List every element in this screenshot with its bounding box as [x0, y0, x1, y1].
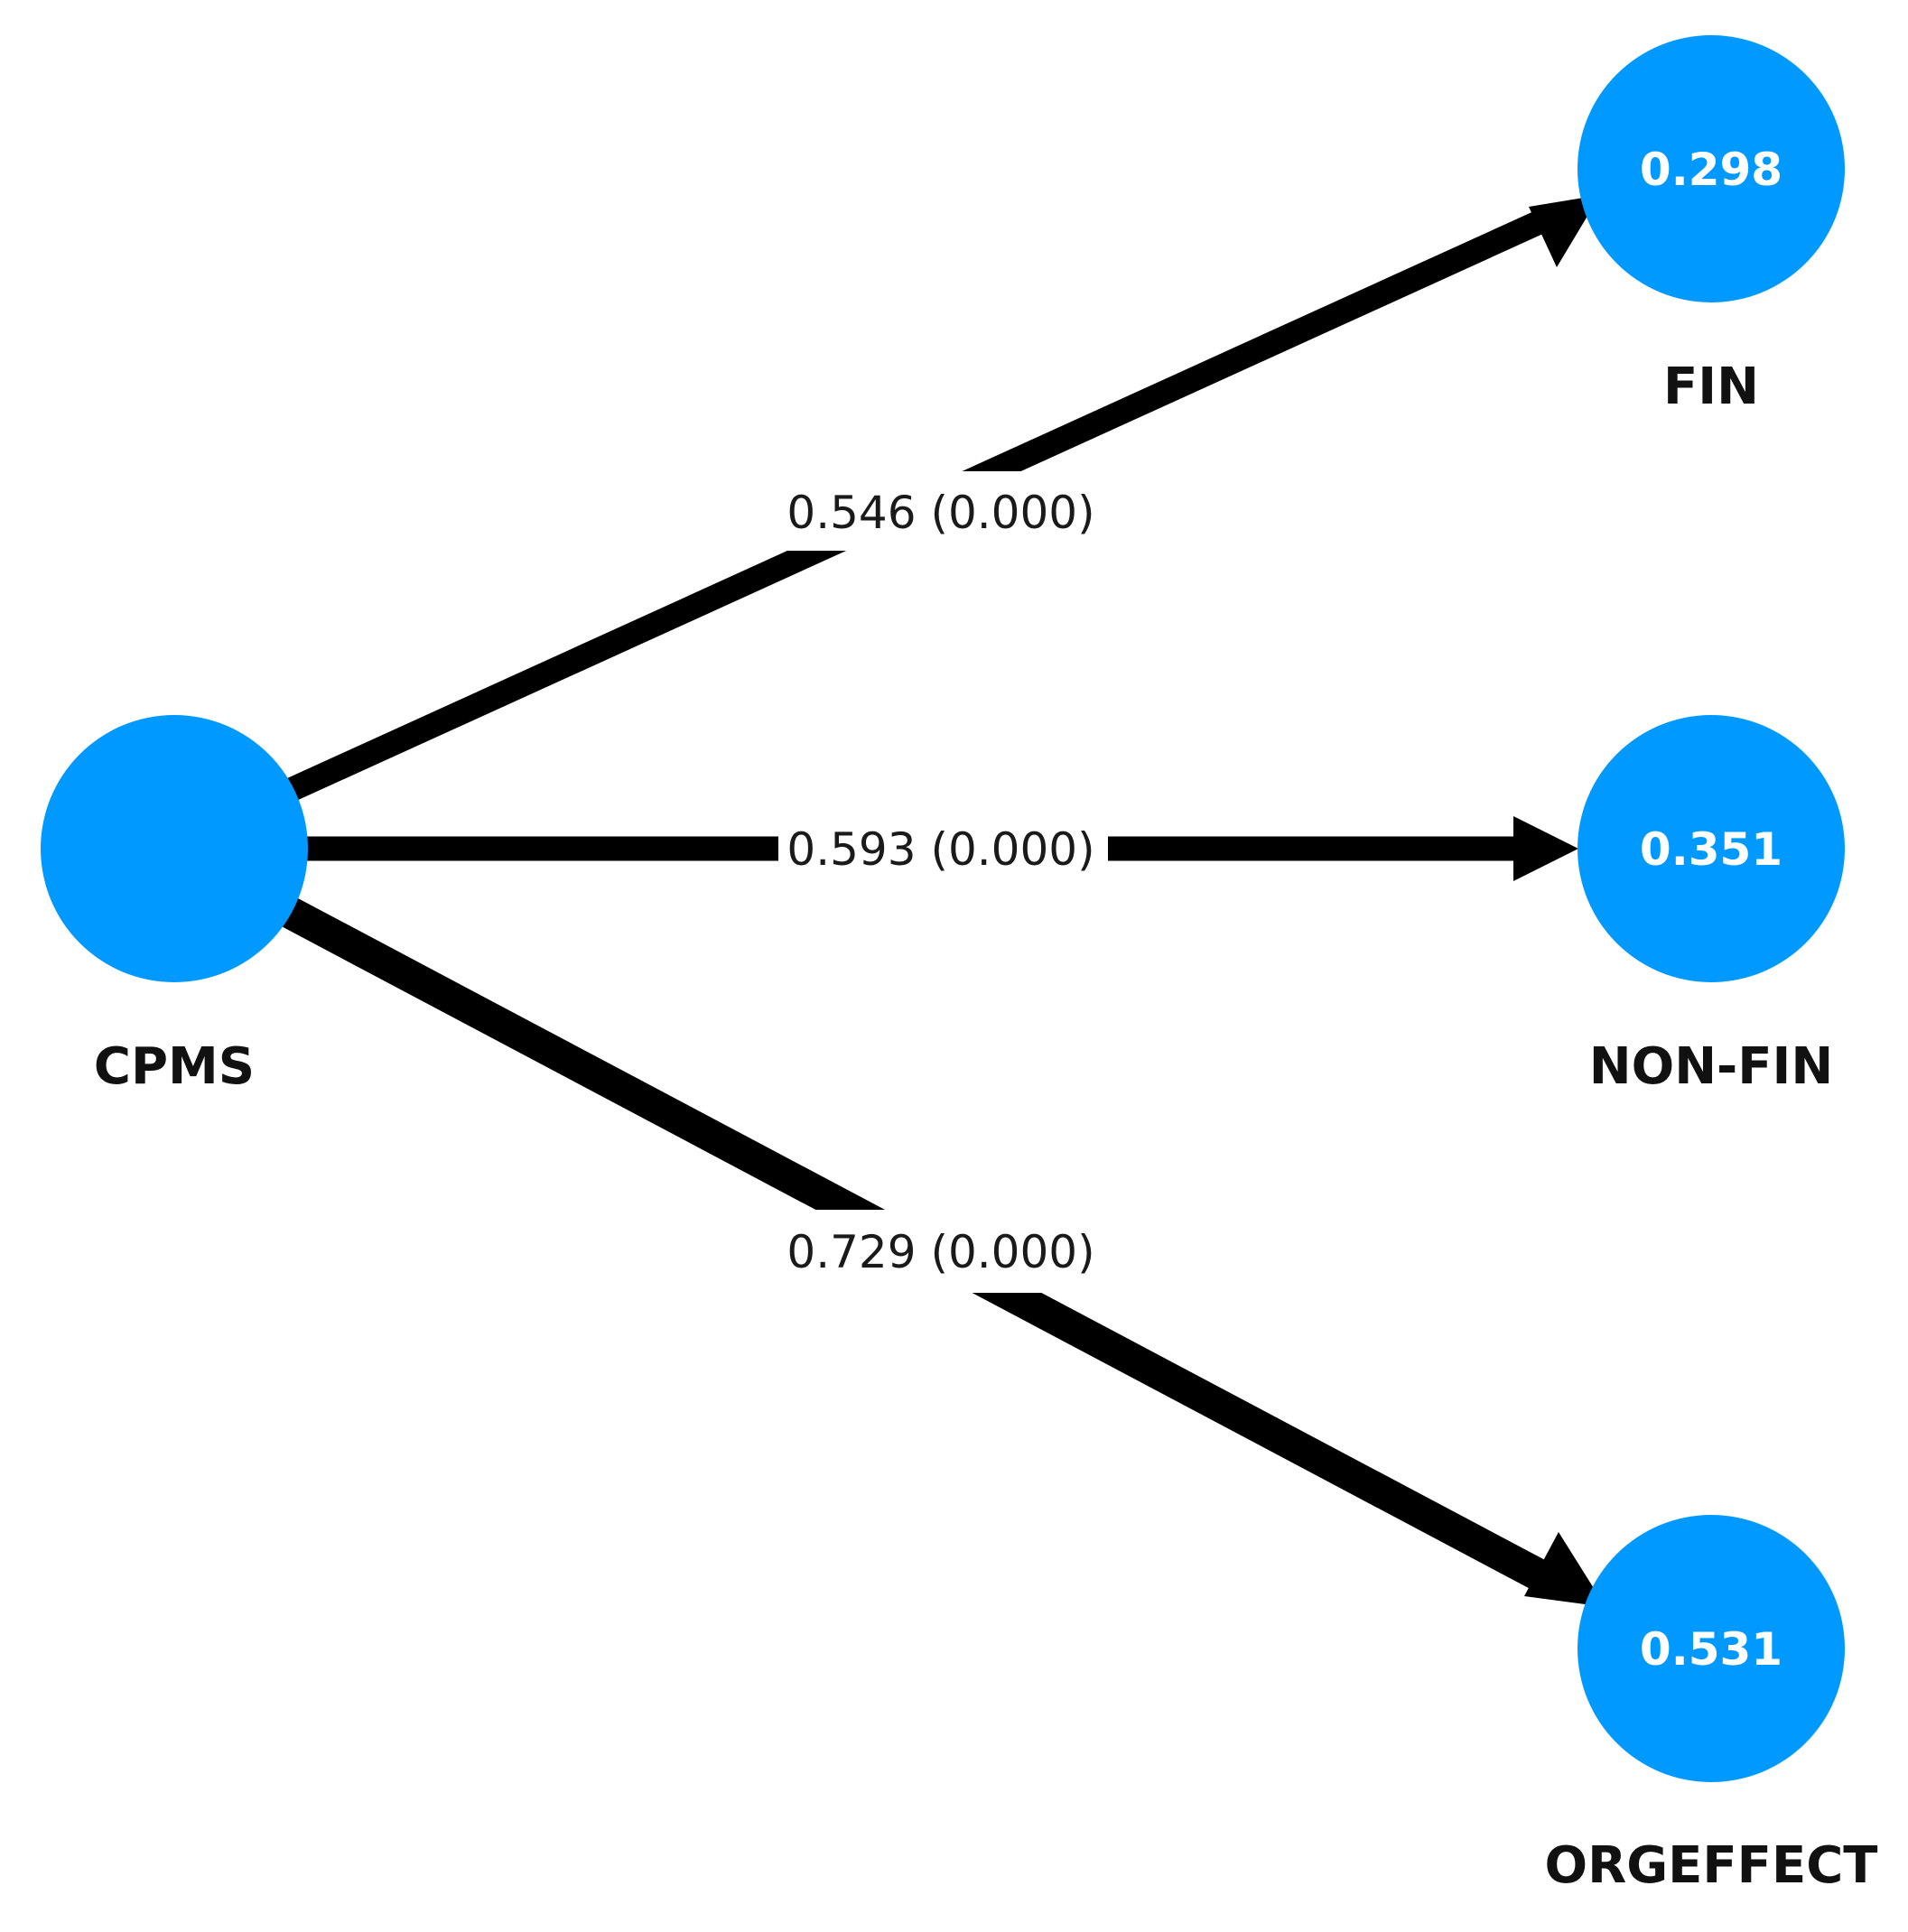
- node-r2-non-fin: 0.351: [1640, 823, 1782, 876]
- node-name-fin: FIN: [1663, 358, 1759, 416]
- arrowhead-orgeffect: [1524, 1532, 1606, 1607]
- path-label-cpms-non-fin: 0.593 (0.000): [786, 823, 1094, 876]
- path-label-cpms-fin: 0.546 (0.000): [786, 487, 1094, 539]
- arrowhead-fin: [1529, 195, 1600, 267]
- node-cpms: CPMS: [41, 715, 308, 1096]
- node-r2-orgeffect: 0.531: [1640, 1623, 1782, 1676]
- node-circle-non-fin: [1578, 715, 1845, 982]
- node-circle-orgeffect: [1578, 1515, 1845, 1782]
- path-cpms-orgeffect: 0.729 (0.000): [279, 896, 1606, 1607]
- path-cpms-non-fin: 0.593 (0.000): [302, 807, 1578, 890]
- node-orgeffect: 0.531 ORGEFFECT: [1544, 1515, 1878, 1895]
- path-label-bg-cpms-orgeffect: [772, 1210, 1111, 1293]
- node-non-fin: 0.351 NON-FIN: [1578, 715, 1845, 1096]
- node-r2-fin: 0.298: [1640, 144, 1782, 196]
- node-circle-cpms: [41, 715, 308, 982]
- node-name-non-fin: NON-FIN: [1589, 1037, 1834, 1096]
- node-circle-fin: [1578, 35, 1845, 302]
- path-label-bg-cpms-fin: [777, 471, 1094, 551]
- path-label-cpms-orgeffect: 0.729 (0.000): [786, 1226, 1094, 1278]
- path-label-bg-cpms-non-fin: [778, 807, 1108, 890]
- node-fin: 0.298 FIN: [1578, 35, 1845, 416]
- path-cpms-fin: 0.546 (0.000): [285, 195, 1600, 802]
- node-name-cpms: CPMS: [94, 1037, 255, 1096]
- arrowhead-non-fin: [1513, 816, 1578, 881]
- node-name-orgeffect: ORGEFFECT: [1544, 1836, 1877, 1895]
